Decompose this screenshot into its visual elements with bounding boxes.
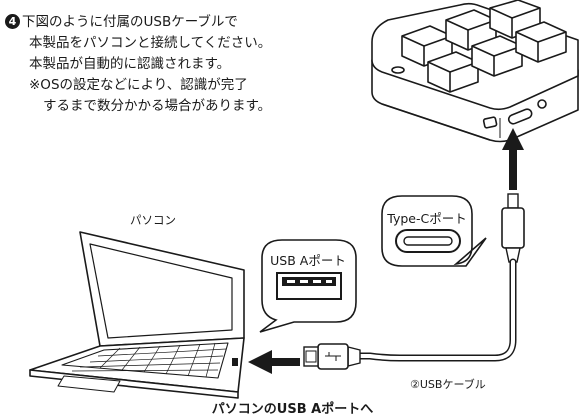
usb-a-port-icon	[276, 272, 342, 300]
usb-a-port-callout	[259, 239, 357, 333]
pc-label: パソコン	[130, 213, 176, 227]
keypad-device	[371, 0, 579, 143]
instruction-line-2: 本製品をパソコンと接続してください。	[29, 35, 272, 51]
laptop	[29, 231, 245, 399]
typec-port-label: Type-Cポート	[387, 211, 467, 226]
step-number-badge: 4	[5, 14, 20, 29]
typec-port-callout	[381, 195, 487, 267]
usb-a-port-label: USB Aポート	[270, 253, 346, 268]
cable-label: ②USBケーブル	[410, 378, 486, 391]
arrow-left-to-pc	[248, 350, 300, 374]
arrow-up-to-device	[502, 128, 524, 190]
instruction-text-1: 下図のように付属のUSBケーブルで	[22, 14, 238, 30]
instruction-line-5: するまで数分かかる場合があります。	[43, 98, 272, 114]
usb-cable	[303, 193, 525, 370]
bottom-caption: パソコンのUSB Aポートへ	[211, 402, 374, 417]
instruction-line-3: 本製品が自動的に認識されます。	[29, 56, 231, 72]
keycap-grid	[401, 0, 567, 93]
typec-port-icon	[395, 229, 461, 253]
instruction-line-4: ※OSの設定などにより、認識が完了	[29, 77, 248, 93]
